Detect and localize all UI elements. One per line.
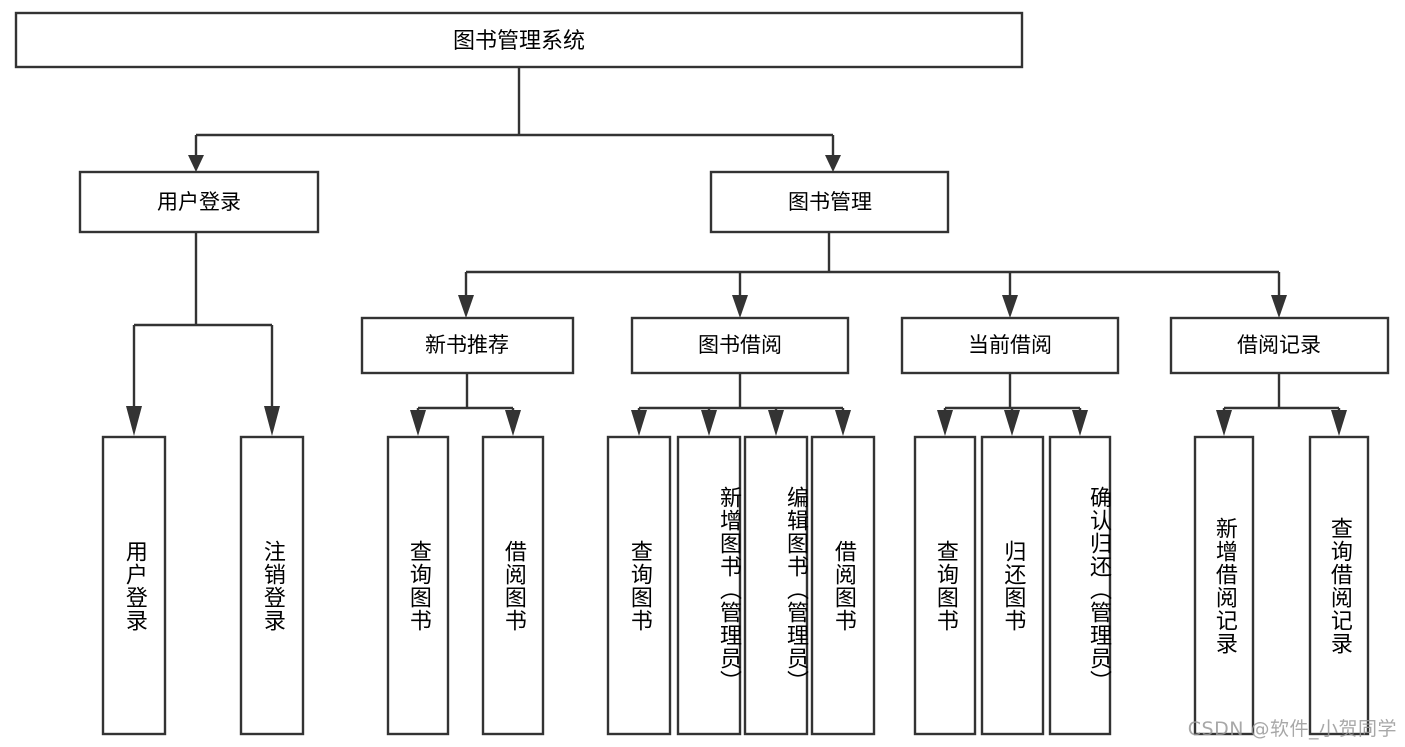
- node-book-borrow-box[interactable]: [630, 316, 850, 375]
- arrowhead-to-book-manage: [825, 155, 841, 172]
- arrowhead-leaf-borrow-book-2: [835, 410, 851, 436]
- arrowhead-to-book-borrow: [732, 295, 748, 318]
- node-leaf-query-record-box[interactable]: [1308, 435, 1370, 736]
- arrowhead-leaf-query-book-3: [937, 410, 953, 436]
- node-leaf-query-book-3-box[interactable]: [913, 435, 977, 736]
- node-book-manage-label: 图书管理: [788, 190, 872, 214]
- node-leaf-add-book-box[interactable]: [676, 435, 742, 736]
- edge-book-manage-to-level3: [464, 232, 1281, 297]
- node-user-login-label: 用户登录: [157, 190, 241, 214]
- node-book-borrow-label: 图书借阅: [698, 333, 782, 357]
- node-book-manage-box[interactable]: [709, 170, 950, 234]
- edge-new-book-to-leaves: [416, 374, 515, 412]
- arrowhead-leaf-add-record: [1216, 410, 1232, 436]
- node-leaf-confirm-return-box[interactable]: [1048, 435, 1112, 736]
- node-leaf-borrow-book-1-box[interactable]: [481, 435, 545, 736]
- edge-book-borrow-to-leaves: [637, 374, 845, 412]
- edge-borrow-record-to-leaves: [1222, 374, 1341, 412]
- node-borrow-record-box[interactable]: [1169, 316, 1390, 375]
- node-leaf-borrow-book-2-box[interactable]: [810, 435, 876, 736]
- arrowhead-leaf-query-book-1: [410, 410, 426, 436]
- edge-root-to-level2: [194, 67, 835, 157]
- arrowhead-leaf-query-book-2: [631, 410, 647, 436]
- node-leaf-user-login-box[interactable]: [101, 435, 167, 736]
- edge-current-borrow-to-leaves: [943, 374, 1082, 412]
- arrowhead-leaf-query-record: [1331, 410, 1347, 436]
- arrowhead-to-user-login: [188, 155, 204, 172]
- node-leaf-edit-book-box[interactable]: [743, 435, 809, 736]
- arrowhead-to-new-book: [458, 295, 474, 318]
- node-leaf-logout-box[interactable]: [239, 435, 305, 736]
- csdn-watermark: CSDN @软件_小贺同学: [1187, 718, 1397, 740]
- arrowhead-leaf-borrow-book-1: [505, 410, 521, 436]
- node-leaf-query-book-1-box[interactable]: [386, 435, 450, 736]
- arrowhead-leaf-return-book: [1004, 410, 1020, 436]
- node-new-book-label: 新书推荐: [425, 333, 509, 357]
- node-current-borrow-box[interactable]: [900, 316, 1120, 375]
- node-root-label: 图书管理系统: [453, 29, 585, 54]
- node-current-borrow-label: 当前借阅: [968, 333, 1052, 357]
- arrowhead-leaf-logout: [264, 406, 280, 436]
- node-new-book-box[interactable]: [360, 316, 575, 375]
- node-root-box[interactable]: [14, 11, 1024, 69]
- arrowhead-to-borrow-record: [1271, 295, 1287, 318]
- connector-layer: [126, 67, 1347, 436]
- arrowhead-leaf-edit-book: [768, 410, 784, 436]
- node-user-login-box[interactable]: [78, 170, 320, 234]
- node-borrow-record-label: 借阅记录: [1237, 333, 1321, 357]
- node-leaf-return-book-box[interactable]: [980, 435, 1045, 736]
- arrowhead-leaf-confirm-return: [1072, 410, 1088, 436]
- edge-user-login-to-leaves: [132, 232, 274, 408]
- arrowhead-leaf-user-login: [126, 406, 142, 436]
- node-layer: 图书管理系统 用户登录 图书管理 新书推荐 图书借阅 当前借阅 借阅记录: [14, 11, 1390, 736]
- arrowhead-to-current-borrow: [1002, 295, 1018, 318]
- node-leaf-add-record-box[interactable]: [1193, 435, 1255, 736]
- node-leaf-query-book-2-box[interactable]: [606, 435, 672, 736]
- arrowhead-leaf-add-book: [701, 410, 717, 436]
